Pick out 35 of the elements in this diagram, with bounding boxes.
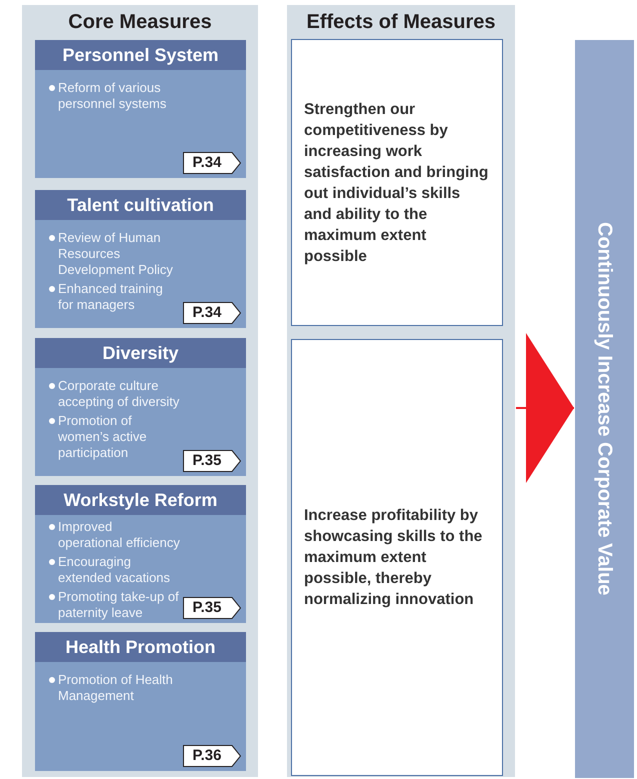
effect-box bbox=[291, 39, 503, 326]
bullet-text: Improved operational efficiency bbox=[58, 519, 180, 551]
bullet-text: Review of Human Resources Development Policy bbox=[58, 230, 174, 278]
page-reference-tag: P.34 bbox=[183, 302, 241, 324]
column-heading: Core Measures bbox=[67, 10, 213, 35]
effect-text: Increase profitability by showcasing skills to the maximum extent possible, thereby normalizing innovation bbox=[304, 506, 484, 610]
card-title: Diversity bbox=[35, 338, 246, 368]
bullet-text: Corporate culture accepting of diversity bbox=[58, 378, 180, 410]
card-title: Health Promotion bbox=[35, 632, 246, 662]
column-panel bbox=[22, 5, 258, 777]
page-reference-tag: P.35 bbox=[183, 597, 241, 619]
page-reference-tag: P.34 bbox=[183, 152, 241, 174]
page-reference-tag: P.36 bbox=[183, 745, 241, 767]
bullet-text: Enhanced training for managers bbox=[58, 281, 164, 313]
bullet-text: Promotion of women’s active participation bbox=[58, 413, 148, 461]
page-reference-tag: P.35 bbox=[183, 450, 241, 472]
value-text: Continuously Increase Corporate Value bbox=[592, 222, 616, 596]
card-title: Workstyle Reform bbox=[35, 485, 246, 515]
bullet-text: Promotion of Health Management bbox=[58, 672, 174, 704]
bullet-text: Promoting take-up of paternity leave bbox=[58, 589, 180, 621]
measure-card bbox=[35, 40, 246, 178]
effect-box bbox=[291, 339, 503, 776]
measure-card bbox=[35, 632, 246, 771]
bullet-text: Reform of various personnel systems bbox=[58, 80, 168, 112]
value-bar bbox=[575, 40, 634, 778]
card-title: Personnel System bbox=[35, 40, 246, 70]
effect-text: Strengthen our competitiveness by increasing work satisfaction and bringing out individual’s skills and ability to the maximum extent possible bbox=[304, 100, 490, 266]
measure-card bbox=[35, 338, 246, 476]
measure-card bbox=[35, 485, 246, 623]
measure-card bbox=[35, 190, 246, 328]
column-heading: Effects of Measures bbox=[306, 10, 496, 35]
card-title: Talent cultivation bbox=[35, 190, 246, 220]
arrow bbox=[516, 333, 574, 483]
column-panel bbox=[287, 5, 515, 777]
bullet-text: Encouraging extended vacations bbox=[58, 554, 172, 586]
